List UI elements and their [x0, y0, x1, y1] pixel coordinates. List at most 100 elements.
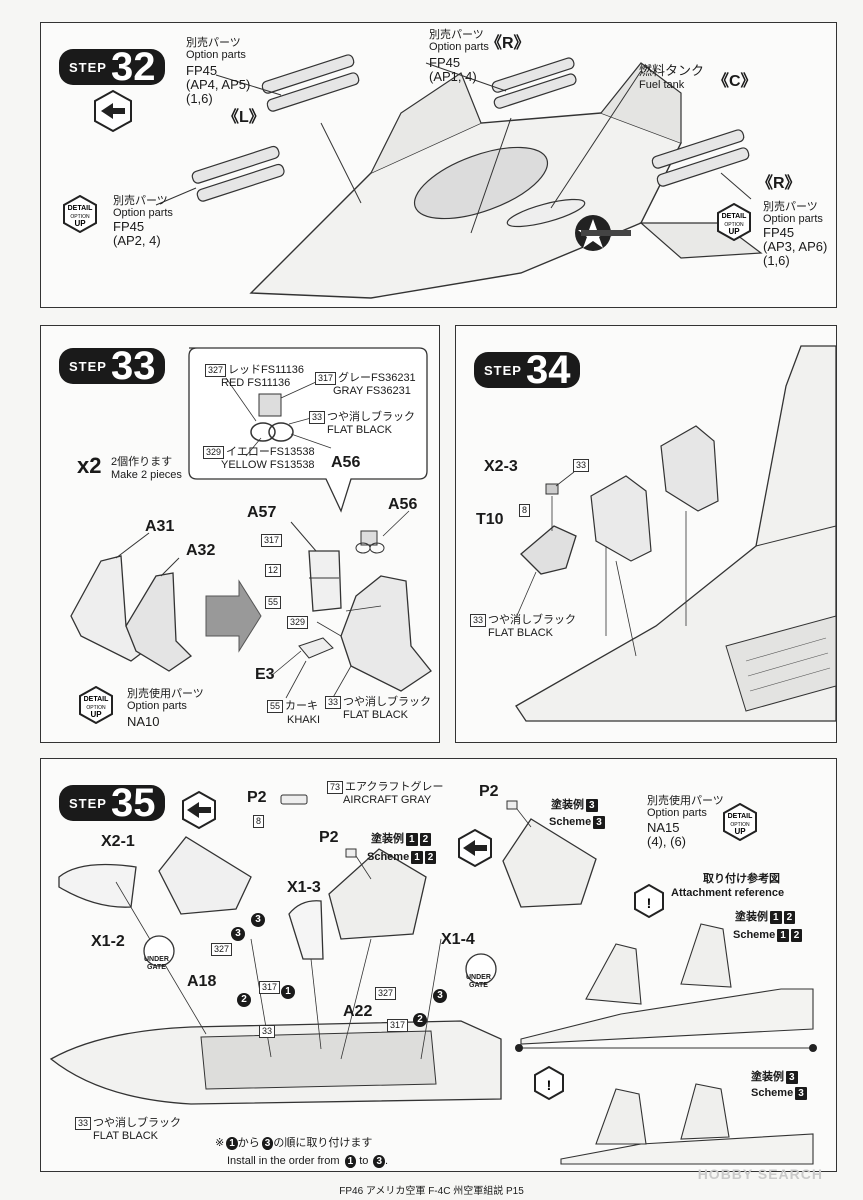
s32-fueltank-jp: 燃料タンク [639, 63, 705, 78]
s35-code-327b: 327 [375, 987, 398, 1000]
step35-panel: STEP 35 [40, 758, 837, 1172]
step34-header: STEP 34 [474, 350, 581, 390]
step35-header: STEP 35 [59, 781, 166, 825]
s35-ug2-top: UNDER [466, 974, 491, 981]
step32-header: STEP 32 [59, 45, 166, 89]
s32-callout1-en: Option parts [186, 49, 246, 61]
order-marker-3: 3 [251, 913, 265, 927]
s32-callout2-jp: 別売パーツ [429, 29, 484, 41]
svg-text:DETAIL: DETAIL [68, 205, 93, 212]
step32-panel: STEP 32 [40, 22, 837, 308]
s33-qty: x2 [77, 453, 102, 478]
step-number: 35 [110, 781, 156, 825]
step-label: STEP [69, 795, 107, 811]
s32-fueltank-en: Fuel tank [639, 79, 685, 91]
step33-header: STEP 33 [59, 344, 166, 388]
s34-code-33: 33 [573, 459, 591, 472]
s35-part-a18: A18 [187, 973, 217, 990]
svg-text:OPTION: OPTION [730, 822, 750, 828]
s35-option-nums: (4), (6) [647, 834, 686, 849]
s34-black-en: FLAT BLACK [488, 627, 554, 639]
s32-callout1-codes: (AP4, AP5) [186, 77, 251, 92]
s33-paint-black-en: FLAT BLACK [327, 424, 393, 436]
s34-code-8: 8 [519, 504, 532, 517]
s34-part-x2-3: X2-3 [484, 458, 518, 475]
s35-option-jp: 別売使用パーツ [647, 795, 724, 807]
s32-callout4-part: FP45 [763, 225, 795, 240]
svg-text:OPTION: OPTION [86, 705, 106, 711]
s33-black-en: FLAT BLACK [343, 709, 409, 721]
s33-paint-gray-en: GRAY FS36231 [333, 385, 411, 397]
s35-attach-en: Attachment reference [671, 887, 785, 899]
s35-part-a22: A22 [343, 1003, 373, 1020]
svg-text:UP: UP [74, 219, 86, 228]
page-footer: FP46 アメリカ空軍 F-4C 州空軍組説 P15 [339, 1186, 524, 1197]
svg-text:!: ! [647, 895, 652, 911]
s32-callout3-codes: (AP2, 4) [113, 233, 161, 248]
s32-callout3-en: Option parts [113, 207, 173, 219]
svg-text:UP: UP [90, 710, 102, 719]
svg-text:OPTION: OPTION [70, 214, 90, 220]
order-marker-1: 1 [281, 985, 295, 999]
s33-part-a31: A31 [145, 518, 175, 535]
s33-option-jp: 別売使用パーツ [127, 688, 204, 700]
s35-p2-left: P2 [247, 789, 267, 806]
step-number: 32 [110, 45, 156, 89]
s33-code-12: 12 [265, 564, 283, 577]
step34-drawing [515, 345, 837, 722]
order-marker-3: 3 [231, 927, 245, 941]
s33-code-317: 317 [261, 534, 284, 547]
s32-callout1-nums: (1,6) [186, 91, 213, 106]
s35-code-317a: 317 [259, 981, 282, 994]
s35-ag-en: AIRCRAFT GRAY [343, 794, 432, 806]
s35-ug1-bot: GATE [147, 964, 166, 971]
s33-code-329: 329 [287, 616, 310, 629]
s35-p2-right: P2 [479, 783, 499, 800]
s35-part-x1-4: X1-4 [441, 931, 475, 948]
svg-text:UP: UP [728, 227, 740, 236]
s32-callout3-part: FP45 [113, 219, 145, 234]
s33-khaki-en: KHAKI [287, 714, 321, 726]
s32-callout4-nums: (1,6) [763, 253, 790, 268]
watermark: HOBBY SEARCH [697, 1166, 823, 1182]
svg-text:DETAIL: DETAIL [728, 813, 753, 820]
s33-qty-jp: 2個作ります [111, 456, 173, 468]
s33-part-a57: A57 [247, 504, 277, 521]
s32-callout1-jp: 別売パーツ [186, 37, 241, 49]
svg-text:OPTION: OPTION [724, 222, 744, 228]
s35-order-en: Install in the order from 1 to 3. [227, 1155, 389, 1168]
s33-option-en: Option parts [127, 700, 187, 712]
s35-ug2-bot: GATE [469, 982, 488, 989]
s32-callout2-part: FP45 [429, 55, 461, 70]
svg-text:DETAIL: DETAIL [722, 213, 747, 220]
order-marker-2: 2 [413, 1013, 427, 1027]
step-label: STEP [69, 358, 107, 374]
step-label: STEP [484, 362, 522, 378]
step-label: STEP [69, 59, 107, 75]
step-number: 33 [110, 344, 156, 388]
svg-text:DETAIL: DETAIL [84, 696, 109, 703]
s35-option-part: NA15 [647, 820, 680, 835]
s32-callout4-side: 《R》 [757, 175, 801, 192]
s32-callout2-codes: (AP1, 4) [429, 69, 477, 84]
s33-inset-part: A56 [331, 454, 361, 471]
s33-code-55: 55 [265, 596, 283, 609]
